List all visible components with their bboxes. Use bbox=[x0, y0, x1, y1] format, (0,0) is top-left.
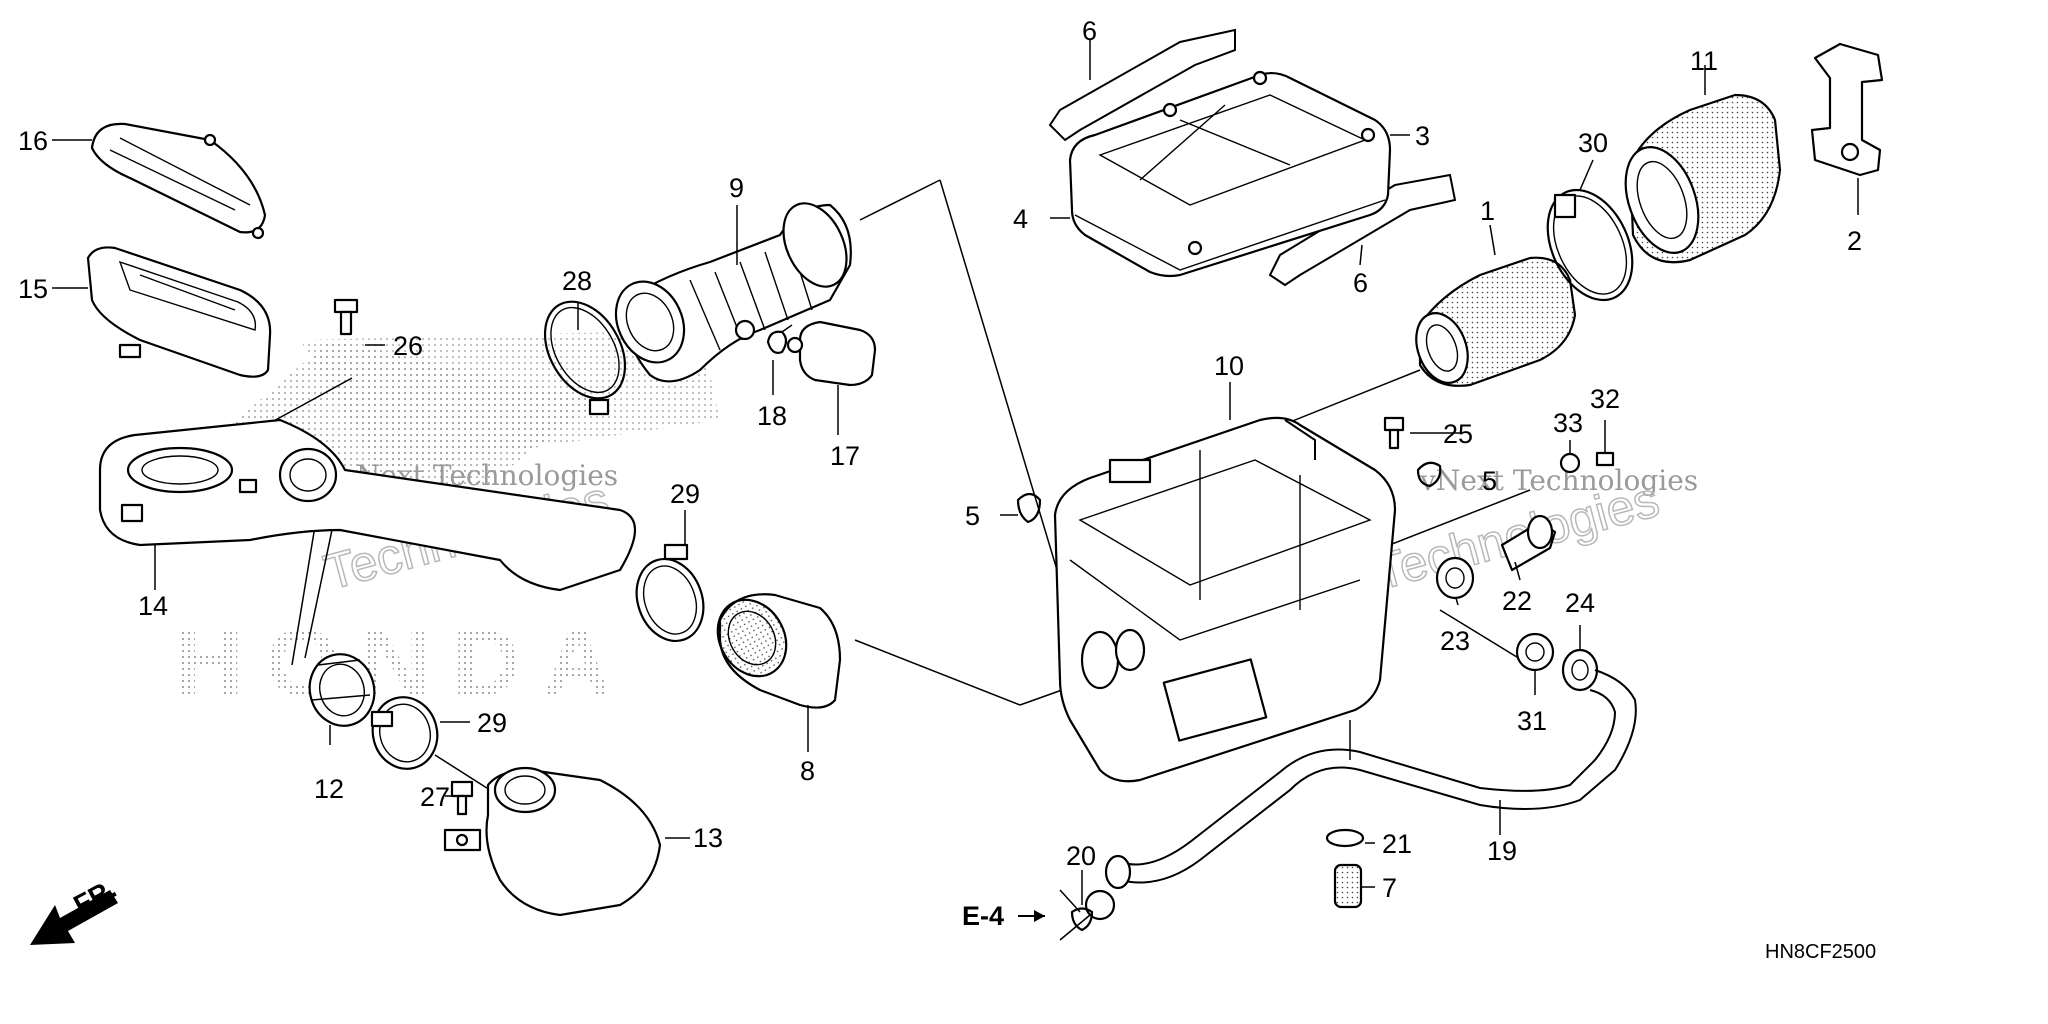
callout-5-left: 5 bbox=[965, 501, 980, 531]
callout-29-upper: 29 bbox=[670, 479, 700, 509]
callout-1: 1 bbox=[1480, 196, 1495, 226]
part-28-clamp bbox=[543, 300, 627, 416]
callout-9: 9 bbox=[729, 173, 744, 203]
part-11-outer-element bbox=[1624, 93, 1782, 264]
part-13-lower-cover bbox=[443, 766, 662, 917]
callout-19: 19 bbox=[1487, 836, 1517, 866]
part-30-clamp bbox=[1546, 188, 1634, 302]
callout-28: 28 bbox=[562, 266, 592, 296]
callout-14: 14 bbox=[138, 591, 168, 621]
callout-29-lower: 29 bbox=[477, 708, 507, 738]
callout-4: 4 bbox=[1013, 204, 1028, 234]
callout-2: 2 bbox=[1847, 226, 1862, 256]
callout-33: 33 bbox=[1553, 408, 1583, 438]
brand-watermark-text: HONDA bbox=[175, 610, 633, 716]
part-5-clips bbox=[1016, 461, 1442, 524]
callout-10: 10 bbox=[1214, 351, 1244, 381]
callout-7: 7 bbox=[1382, 873, 1397, 903]
callout-leaders bbox=[52, 40, 1859, 905]
callout-23: 23 bbox=[1440, 626, 1470, 656]
reference-e4: E-4 bbox=[962, 901, 1045, 931]
part-19-drain-hose bbox=[1084, 669, 1637, 921]
ref-label: E-4 bbox=[962, 901, 1004, 931]
callout-20: 20 bbox=[1066, 841, 1096, 871]
callout-22: 22 bbox=[1502, 586, 1532, 616]
part-17-cap bbox=[786, 320, 877, 387]
part-14-intake-duct bbox=[98, 418, 636, 592]
part-18-clip bbox=[766, 324, 793, 354]
part-16-cover bbox=[90, 122, 267, 240]
callout-labels: 1 2 3 4 5 5 6 6 7 8 9 10 11 12 13 14 15 … bbox=[18, 16, 1862, 903]
part-26-screw bbox=[333, 298, 359, 336]
part-27-bolt bbox=[450, 780, 474, 816]
callout-15: 15 bbox=[18, 274, 48, 304]
part-8-joint bbox=[716, 593, 842, 709]
callout-13: 13 bbox=[693, 823, 723, 853]
callout-6-top: 6 bbox=[1082, 16, 1097, 46]
callout-11: 11 bbox=[1690, 46, 1718, 76]
callout-24: 24 bbox=[1565, 588, 1595, 618]
callout-12: 12 bbox=[314, 774, 344, 804]
small-parts-bottom bbox=[1070, 828, 1365, 932]
callout-21: 21 bbox=[1382, 829, 1412, 859]
callout-31: 31 bbox=[1517, 706, 1547, 736]
callout-3: 3 bbox=[1415, 121, 1430, 151]
diagram-code: HN8CF2500 bbox=[1765, 941, 1876, 963]
callout-25: 25 bbox=[1443, 419, 1473, 449]
part-9-connecting-tube bbox=[614, 202, 852, 383]
callout-16: 16 bbox=[18, 126, 48, 156]
small-parts-right bbox=[1383, 416, 1615, 692]
callout-32: 32 bbox=[1590, 384, 1620, 414]
part-10-housing bbox=[1053, 416, 1397, 783]
part-2-bracket bbox=[1810, 42, 1884, 177]
front-direction-arrow: FR. bbox=[30, 873, 121, 945]
callout-18: 18 bbox=[757, 401, 787, 431]
part-29-clamp-upper bbox=[635, 543, 705, 643]
callout-8: 8 bbox=[800, 756, 815, 786]
part-15-tray bbox=[86, 246, 272, 378]
part-4-3-housing-cover bbox=[1068, 70, 1392, 278]
callout-6-bottom: 6 bbox=[1353, 268, 1368, 298]
callout-5-right: 5 bbox=[1482, 466, 1497, 496]
part-12-ring bbox=[308, 653, 376, 727]
callout-17: 17 bbox=[830, 441, 860, 471]
callout-26: 26 bbox=[393, 331, 423, 361]
part-1-element bbox=[1415, 256, 1577, 387]
callout-30: 30 bbox=[1578, 128, 1608, 158]
watermark-text: vNext Technologies bbox=[1419, 464, 1698, 497]
callout-27: 27 bbox=[420, 782, 450, 812]
part-29-clamp-lower bbox=[370, 696, 439, 770]
